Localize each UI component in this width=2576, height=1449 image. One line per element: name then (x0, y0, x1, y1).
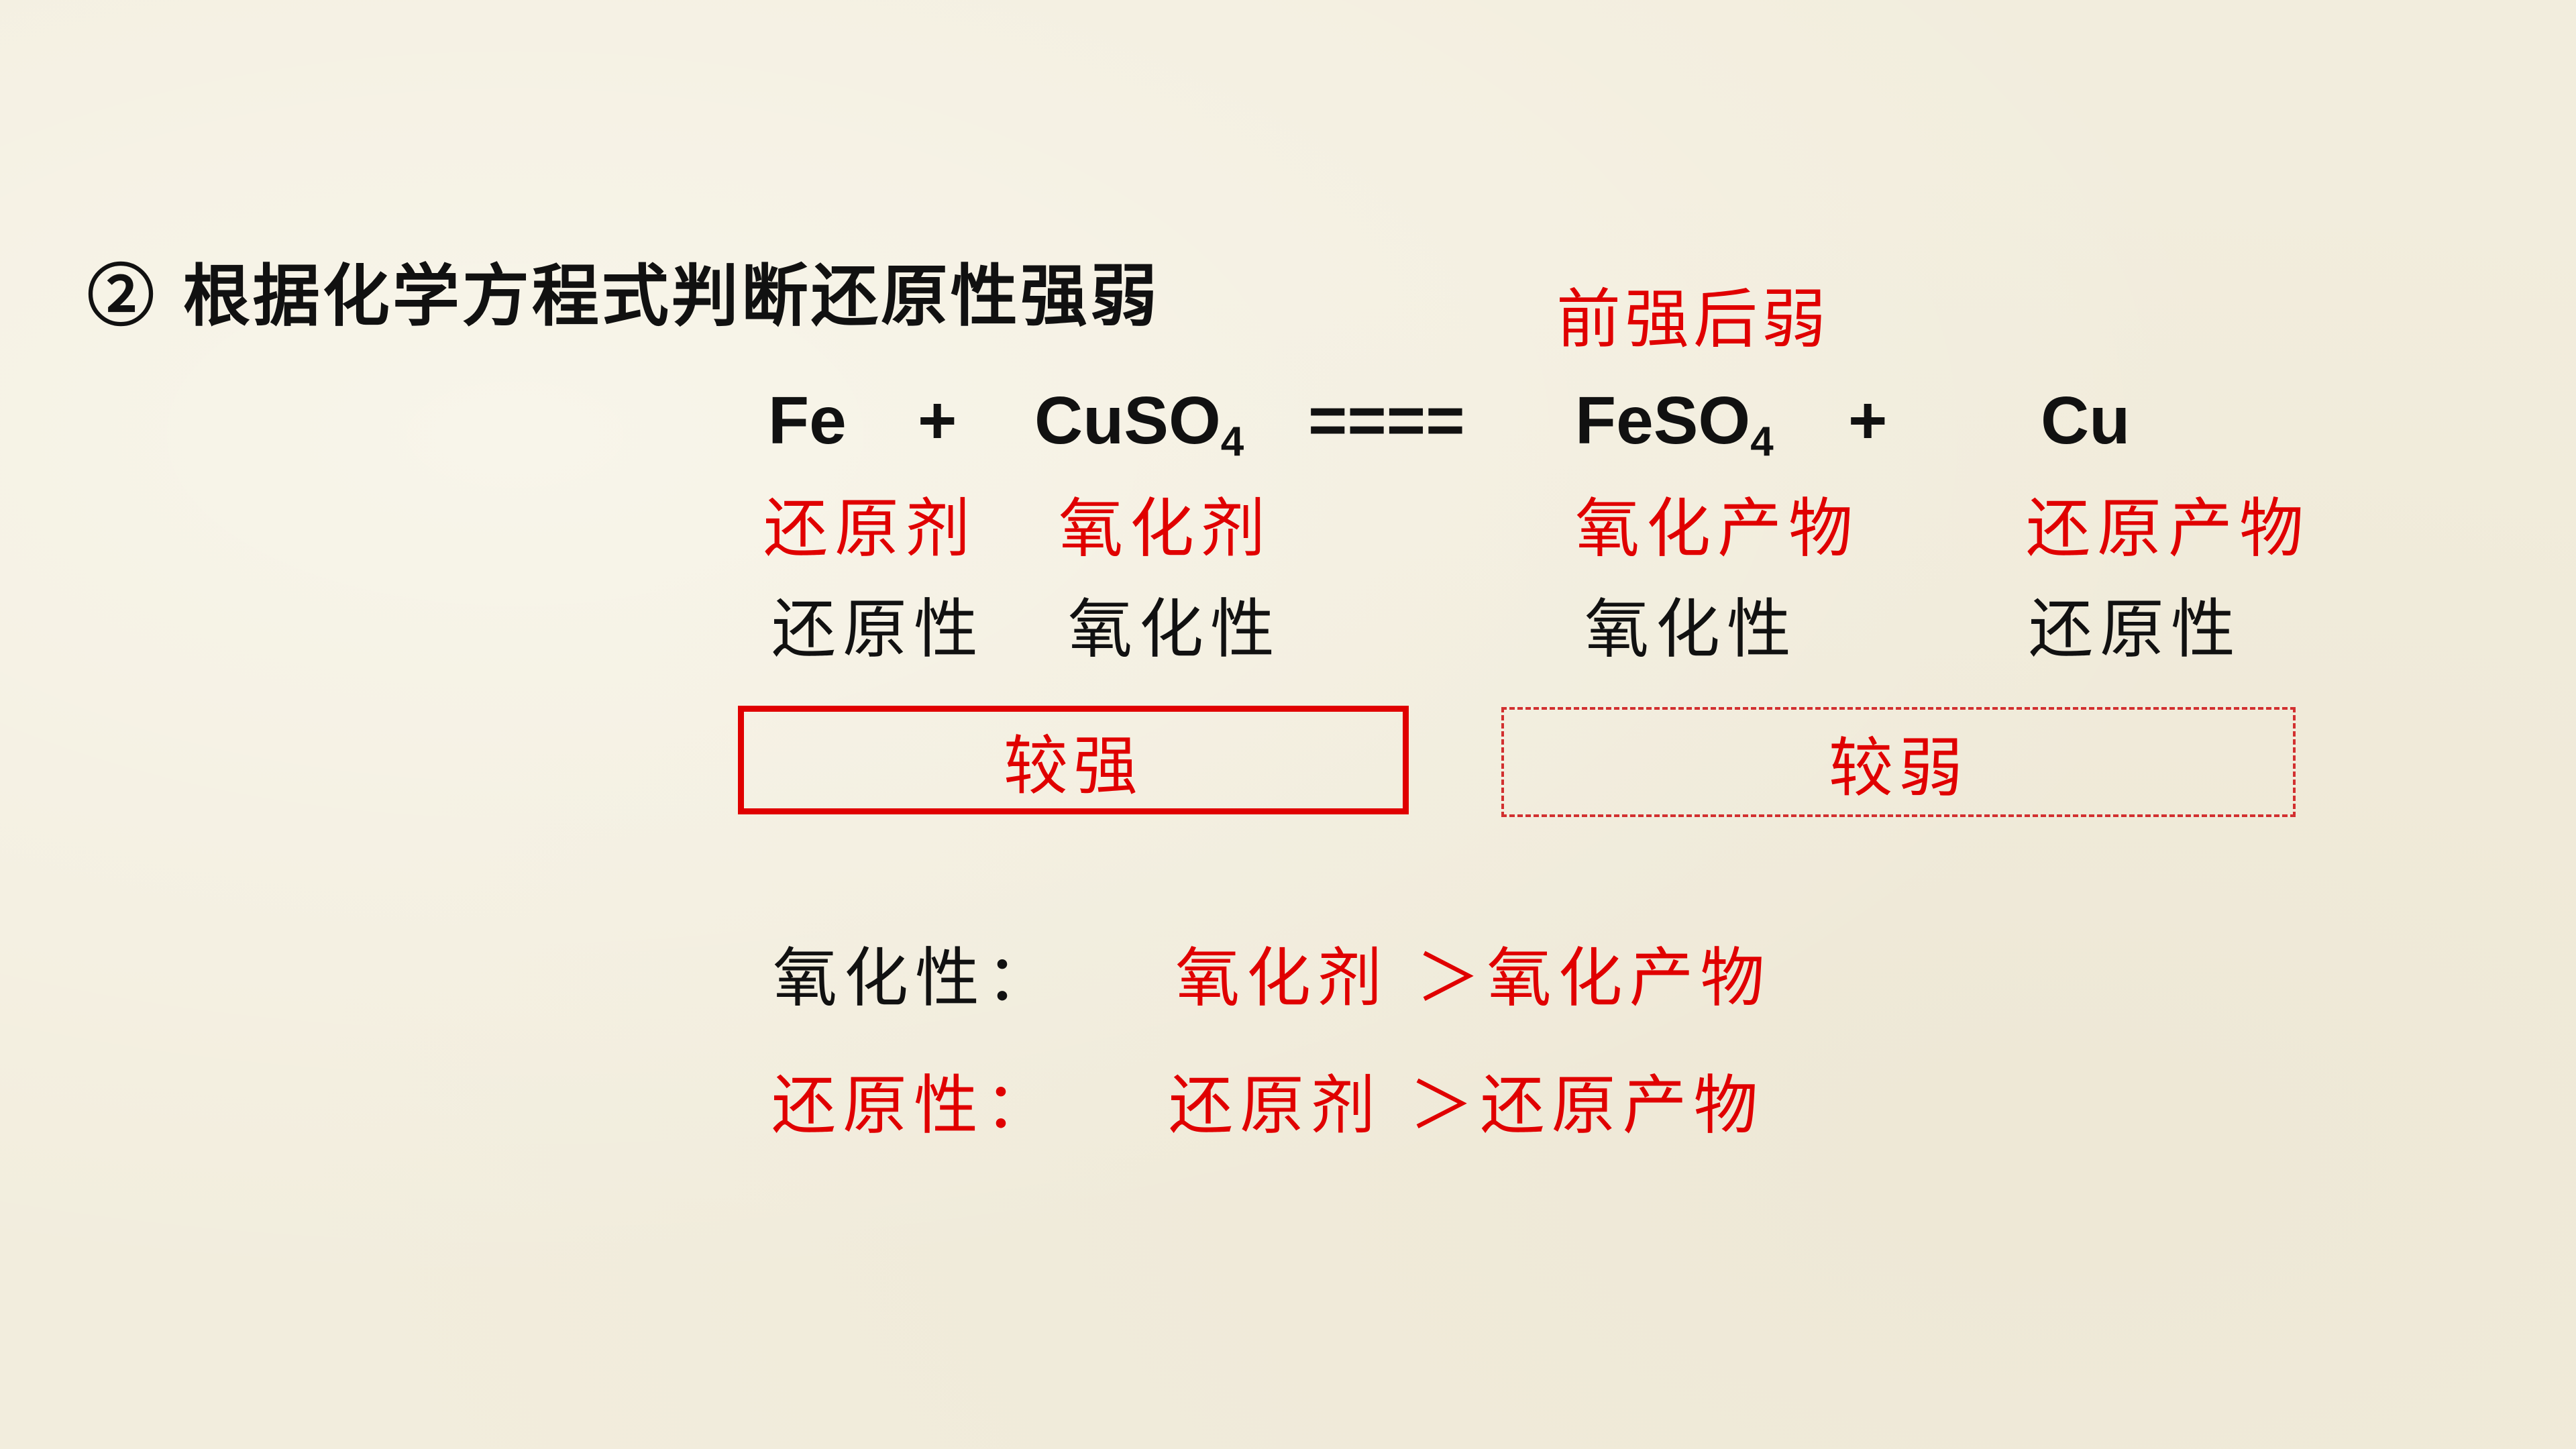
property-fe: 还原性 (771, 592, 985, 667)
role-reduction-product: 还原产物 (2026, 491, 2310, 566)
reducing-label: 还原性： (771, 1068, 1056, 1143)
role-oxidation-product: 氧化产物 (1575, 491, 1860, 566)
formula-cuso4: CuSO4 (1034, 383, 1244, 465)
weaker-box: 较弱 (1501, 707, 2296, 817)
role-oxidizing-agent: 氧化剂 (1059, 491, 1272, 566)
formula-fe: Fe (768, 383, 847, 458)
front-strong-back-weak-note: 前强后弱 (1556, 282, 1830, 357)
formula-feso4: FeSO4 (1575, 383, 1774, 465)
property-cu: 还原性 (2029, 592, 2242, 667)
formula-equals: ==== (1308, 383, 1465, 458)
formula-plus-1: + (918, 383, 957, 458)
stronger-label: 较强 (1004, 728, 1143, 804)
role-reducing-agent: 还原剂 (763, 491, 977, 566)
formula-plus-2: + (1848, 383, 1888, 458)
slide-heading: ② 根据化学方程式判断还原性强弱 (87, 256, 1160, 335)
stronger-box: 较强 (738, 706, 1409, 814)
property-cuso4: 氧化性 (1068, 592, 1281, 667)
oxidizing-comparison: 氧化剂 ＞氧化产物 (1175, 941, 1772, 1016)
weaker-label: 较弱 (1829, 730, 1968, 806)
property-feso4: 氧化性 (1585, 592, 1798, 667)
reducing-comparison: 还原剂 ＞还原产物 (1169, 1068, 1765, 1143)
oxidizing-label: 氧化性： (773, 941, 1057, 1016)
formula-cu: Cu (2041, 383, 2131, 458)
